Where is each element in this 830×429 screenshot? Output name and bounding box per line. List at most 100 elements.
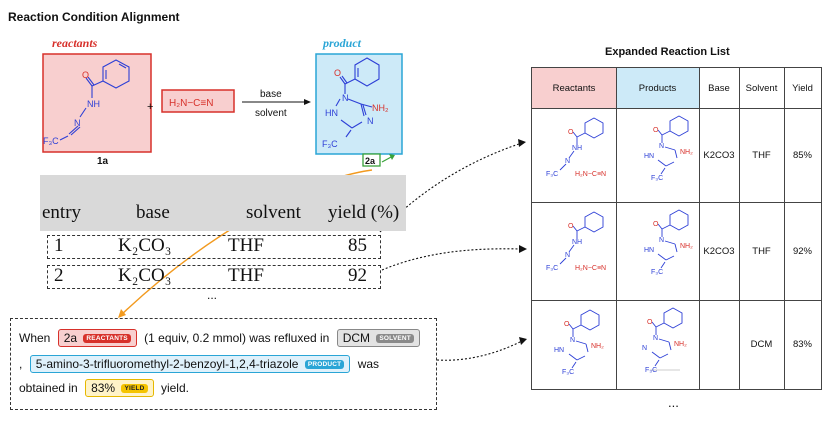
row2-p-cf3: F₃C (651, 269, 663, 276)
reagent-formula: H₂N−C≡N (169, 98, 213, 109)
col-divider-3 (739, 68, 740, 389)
para-obtained: obtained in (19, 381, 78, 395)
atom-nh2-product: NH₂ (372, 103, 389, 113)
row2-p-hn: HN (644, 247, 654, 254)
header-base: base (136, 202, 170, 223)
col-divider-2 (699, 68, 700, 389)
col-header-products: Products (638, 82, 677, 94)
header-solvent: solvent (246, 202, 301, 223)
atom-n-product: N (342, 93, 349, 103)
row1-yield: 85 (348, 235, 367, 256)
arrow-solvent-label: solvent (255, 108, 287, 119)
expanded-reaction-table: Reactants Products Base Solvent Yield K2… (531, 67, 822, 390)
row1-p-o: O (653, 127, 659, 134)
dotted-arrow-paragraph (436, 340, 523, 361)
atom-n: N (74, 118, 81, 128)
row3-atom-n: N (570, 337, 575, 344)
row3-p-n2: N (642, 345, 647, 352)
solvent-chip-text: DCM (342, 331, 371, 345)
row3-solvent-cell: DCM (750, 339, 773, 350)
col-header-base: Base (708, 82, 730, 94)
row1-product-structure (657, 115, 689, 175)
atom-o: O (82, 70, 89, 80)
product-badge: PRODUCT (304, 360, 345, 370)
condition-row-1 (47, 235, 381, 259)
row1-reactant-structure (559, 117, 604, 171)
yield-badge: YIELD (121, 384, 148, 394)
row1-atom-cf3: F₃C (546, 171, 558, 178)
para-yield-word: yield. (160, 381, 189, 395)
row1-atom-n: N (565, 158, 570, 165)
condition-table-header-band (40, 175, 406, 231)
row1-p-nh2: NH₂ (680, 149, 693, 156)
row3-p-cf3: F₃C (645, 367, 657, 374)
row3-atom-o: O (564, 321, 570, 328)
row-divider-1 (532, 202, 821, 203)
atom-nh: NH (87, 99, 100, 109)
atom-o-product: O (334, 68, 341, 78)
product-id-text: 2a (365, 156, 376, 166)
row2-solvent-cell: THF (752, 245, 771, 257)
condition-ellipsis: ... (207, 288, 218, 302)
row2-base: K₂CO₃ (118, 265, 172, 286)
row2-atom-n: N (565, 252, 570, 259)
row2-p-o: O (653, 221, 659, 228)
plus-sign: + (147, 101, 153, 113)
row3-yield-cell: 83% (792, 339, 812, 350)
para-when: When (19, 331, 51, 345)
col-divider-4 (784, 68, 785, 389)
col-header-yield: Yield (792, 82, 813, 94)
product-chip-text: 5-amino-3-trifluoromethyl-2-benzoyl-1,2,… (35, 357, 299, 371)
row1-yield-cell: 85% (792, 149, 812, 161)
condition-row-2 (47, 265, 381, 289)
compound-1a-label: 1a (97, 156, 109, 167)
row1-atom-nh: NH (572, 145, 582, 152)
yield-chip-text: 83% (91, 381, 116, 395)
row1-p-hn: HN (644, 153, 654, 160)
products-header-fill (616, 68, 699, 108)
reactant-chip: 2a REACTANTS (57, 329, 137, 347)
atom-cf3: F₃C (43, 136, 59, 146)
row2-yield: 92 (348, 265, 367, 286)
row1-entry: 1 (54, 235, 64, 256)
yield-chip: 83% YIELD (85, 379, 154, 397)
product-id-tag (362, 153, 381, 167)
expanded-structures: O NH N F₃C H₂N−C≡N O N HN NH₂ F₃C O NH N… (546, 115, 693, 376)
reactant-structure (59, 59, 130, 141)
row2-base-cell: K2CO3 (703, 245, 735, 257)
reactant-box (42, 53, 152, 153)
source-paragraph: When 2a REACTANTS (1 equiv, 0.2 mmol) wa… (10, 318, 437, 410)
atom-hn-product: HN (325, 108, 338, 118)
row2-p-nh2: NH₂ (680, 243, 693, 250)
reactants-header-fill (532, 68, 616, 108)
reaction-arrowhead (304, 99, 311, 105)
row1-p-cf3: F₃C (651, 175, 663, 182)
reactants-label: reactants (52, 36, 98, 50)
row3-atom-nh2: NH₂ (591, 343, 604, 350)
col-divider-1 (616, 68, 617, 389)
row2-atom-cf3: F₃C (546, 265, 558, 272)
row2-solvent: THF (228, 265, 264, 286)
col-header-solvent: Solvent (745, 82, 778, 94)
product-chip: 5-amino-3-trifluoromethyl-2-benzoyl-1,2,… (29, 355, 351, 373)
row2-p-n: N (659, 237, 664, 244)
page-title: Reaction Condition Alignment (8, 10, 180, 24)
para-equiv: (1 equiv, 0.2 mmol) was refluxed in (144, 331, 330, 345)
row1-reagent: H₂N−C≡N (575, 171, 606, 178)
row3-atom-cf3: F₃C (562, 369, 574, 376)
row3-product-structure (651, 307, 683, 367)
row1-solvent: THF (228, 235, 264, 256)
row2-atom-nh: NH (572, 239, 582, 246)
row3-p-n: N (653, 335, 658, 342)
para-was: was (357, 357, 380, 371)
reagent-box (161, 89, 235, 113)
expanded-list-title: Expanded Reaction List (605, 46, 730, 58)
row1-p-n: N (659, 143, 664, 150)
row2-atom-o: O (568, 223, 574, 230)
row1-base-cell: K2CO3 (703, 149, 735, 161)
atom-n2-product: N (367, 116, 374, 126)
solvent-chip: DCM SOLVENT (336, 329, 420, 347)
row2-reactant-structure (559, 211, 604, 265)
row2-product-structure (657, 209, 689, 269)
